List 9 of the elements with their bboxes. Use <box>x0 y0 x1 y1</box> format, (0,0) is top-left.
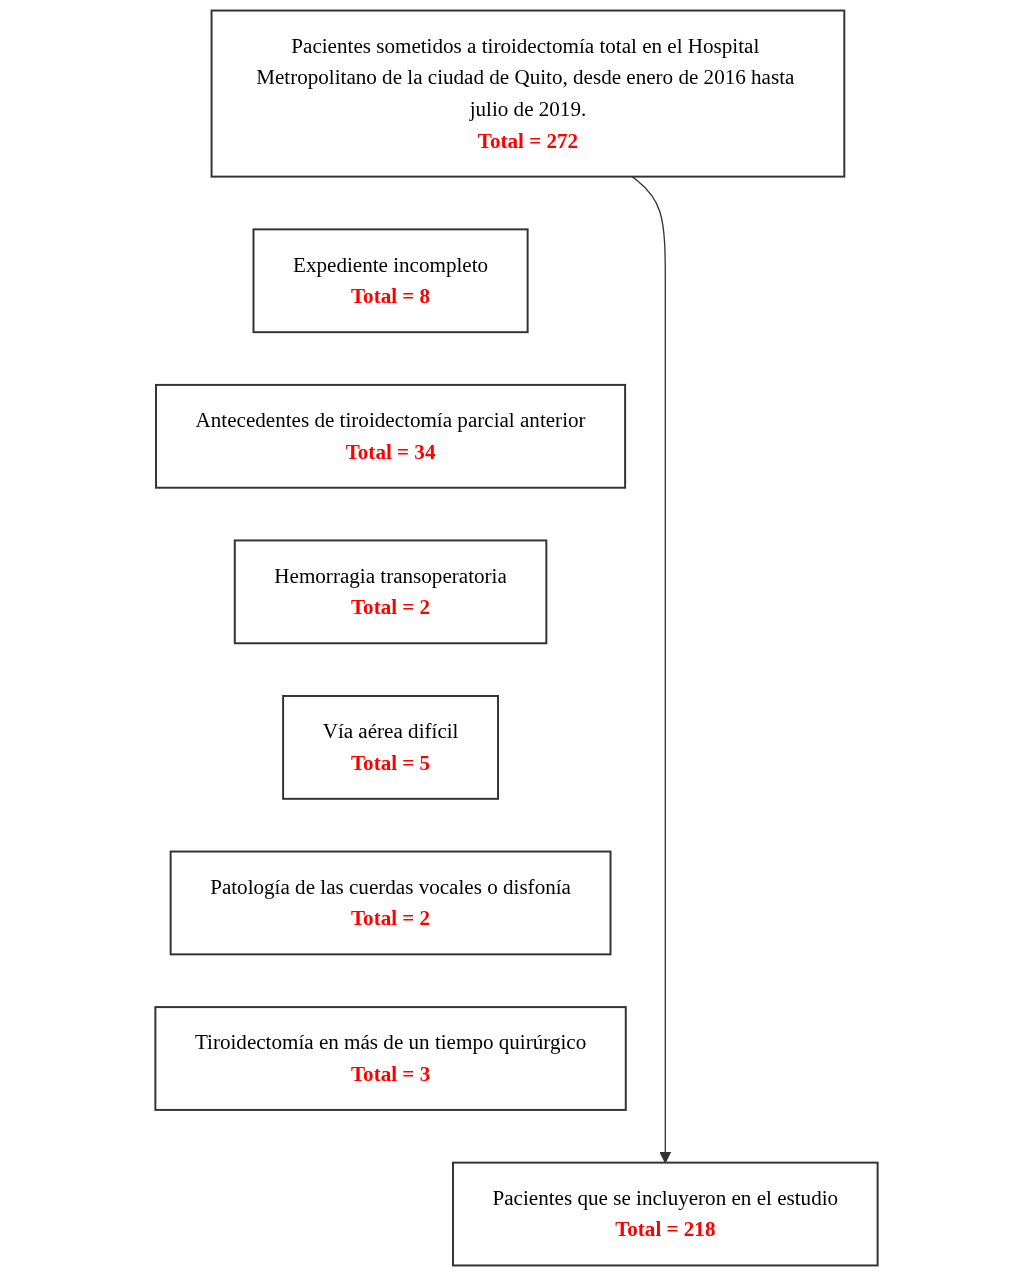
node-box: Hemorragia transoperatoria Total = 2 <box>233 539 548 645</box>
node-box: Patología de las cuerdas vocales o disfonía Total = 2 <box>169 850 612 956</box>
node-box: Vía aérea difícil Total = 5 <box>282 695 499 800</box>
arrow <box>631 176 672 1164</box>
node-box: Antecedentes de tiroidectomía parcial anterior Total = 34 <box>155 383 627 489</box>
node-box: Tiroidectomía en más de un tiempo quirúrgico Total = 3 <box>154 1006 627 1111</box>
node-box: Expediente incompleto Total = 8 <box>252 228 529 334</box>
node-box: Pacientes que se incluyeron en el estudio Total = 218 <box>452 1161 879 1267</box>
node-box: Pacientes sometidos a tiroidectomía total en el Hospital Metropolitano de la ciudad de Quito, desde enero de 2016 hasta julio de 2019. Total = 272 <box>210 9 846 178</box>
